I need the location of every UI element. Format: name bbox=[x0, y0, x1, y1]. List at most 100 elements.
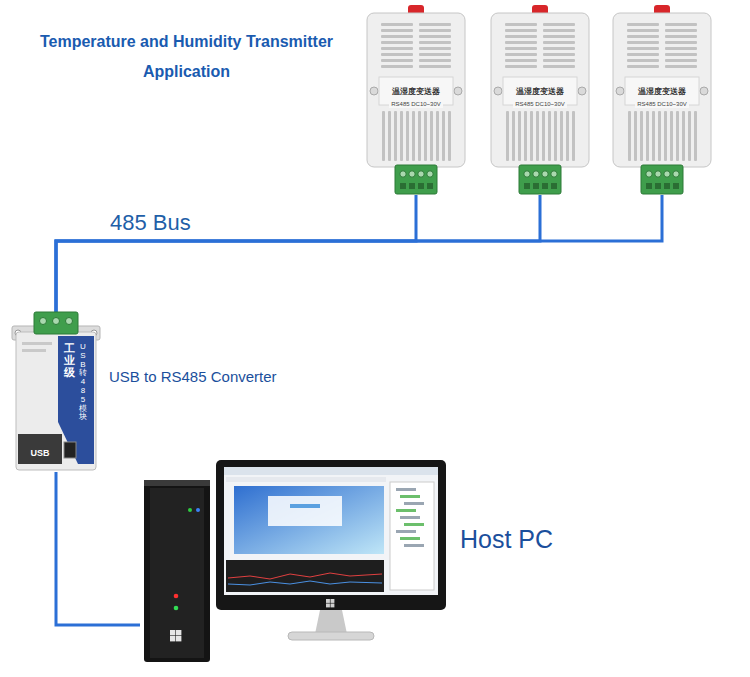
screen-card-line bbox=[290, 504, 320, 508]
vent-slot bbox=[381, 47, 413, 50]
vent-slot bbox=[542, 111, 545, 161]
vent-slot bbox=[665, 47, 697, 50]
monitor-bezel bbox=[216, 460, 446, 610]
vent-slot bbox=[381, 35, 413, 38]
terminal-screw bbox=[655, 171, 661, 177]
windows-logo-part bbox=[176, 630, 181, 635]
device-caption: Host PC bbox=[458, 524, 555, 554]
terminal-slot bbox=[655, 183, 661, 189]
vent-slot bbox=[505, 59, 537, 62]
vent-slot bbox=[543, 65, 575, 68]
text-holder: 温湿度变送器 bbox=[611, 80, 713, 98]
vent-slot bbox=[412, 111, 415, 161]
terminal-screw bbox=[646, 171, 652, 177]
windows-logo bbox=[326, 599, 334, 607]
mount-hole bbox=[578, 87, 586, 95]
terminal-block bbox=[395, 165, 437, 194]
vent-slot bbox=[505, 35, 537, 38]
vent-slot bbox=[543, 53, 575, 56]
vent-slot bbox=[665, 53, 697, 56]
vent-slot bbox=[436, 111, 439, 161]
terminal-screw bbox=[551, 171, 557, 177]
vent-slot bbox=[400, 111, 403, 161]
device-caption: USB to RS485 Converter bbox=[107, 368, 279, 386]
windows-logo-part bbox=[170, 630, 175, 635]
vent-slot bbox=[381, 53, 413, 56]
vent-slot bbox=[665, 23, 697, 26]
vent-slot bbox=[419, 23, 451, 26]
terminal-slot bbox=[427, 183, 433, 189]
panel-text: USB转485模块 bbox=[79, 343, 87, 422]
diagram-title: Temperature and Humidity Transmitter App… bbox=[14, 27, 359, 87]
mount-hole bbox=[494, 87, 502, 95]
housing bbox=[16, 332, 96, 470]
vent-slot bbox=[628, 111, 631, 161]
text-holder: USB to RS485 Converter bbox=[107, 368, 279, 386]
transmitter-unit: 温湿度变送器 RS485 DC10~30V bbox=[365, 5, 467, 195]
terminal-screw bbox=[533, 171, 539, 177]
screen-chart bbox=[226, 560, 384, 592]
text-holder: RS485 DC10~30V bbox=[489, 92, 591, 110]
vent-slot bbox=[543, 41, 575, 44]
terminal-slot bbox=[418, 183, 424, 189]
terminal-slot bbox=[533, 183, 539, 189]
vent-slot bbox=[560, 111, 563, 161]
device-spec: RS485 DC10~30V bbox=[389, 101, 443, 108]
terminal-slot bbox=[673, 183, 679, 189]
vent-slot bbox=[572, 111, 575, 161]
tree-item bbox=[396, 509, 416, 512]
vent-slot bbox=[419, 29, 451, 32]
monitor-base bbox=[288, 632, 374, 640]
chart-line bbox=[228, 581, 382, 585]
windows-logo-part bbox=[331, 599, 335, 603]
vent-slot bbox=[505, 53, 537, 56]
print-line bbox=[22, 342, 52, 345]
vent-slot bbox=[419, 41, 451, 44]
screen-image bbox=[234, 486, 384, 554]
bus-wire bbox=[56, 195, 540, 312]
device-name: 温湿度变送器 bbox=[390, 87, 442, 97]
terminal-block bbox=[641, 165, 683, 194]
vent-slot bbox=[627, 29, 659, 32]
text-holder: 温湿度变送器 bbox=[489, 80, 591, 98]
vent-slot bbox=[419, 65, 451, 68]
vent-slot bbox=[406, 111, 409, 161]
mount-hole bbox=[700, 87, 708, 95]
text-holder: USB转485模块 bbox=[79, 343, 87, 422]
mount-hole bbox=[370, 87, 378, 95]
vent-slot bbox=[664, 111, 667, 161]
vent-slot bbox=[627, 23, 659, 26]
monitor-neck bbox=[315, 610, 347, 634]
vent-slot bbox=[418, 111, 421, 161]
windows-logo-part bbox=[170, 636, 175, 641]
tower-front bbox=[150, 488, 204, 658]
window-toolbar bbox=[226, 477, 386, 482]
tower-case bbox=[144, 480, 210, 662]
vent-slot bbox=[382, 111, 385, 161]
transmitter-unit: 温湿度变送器RS485 DC10~30V bbox=[611, 5, 713, 195]
terminal-slot bbox=[409, 183, 415, 189]
monitor-screen bbox=[224, 467, 438, 595]
terminal-screw bbox=[66, 318, 73, 325]
transmitter-drawing bbox=[365, 5, 467, 195]
terminal-screw bbox=[673, 171, 679, 177]
vent-slot bbox=[627, 35, 659, 38]
status-led bbox=[196, 508, 200, 512]
vent-slot bbox=[694, 111, 697, 161]
transmitter-drawing bbox=[489, 5, 591, 195]
usb-plate bbox=[18, 434, 62, 464]
vent-slot bbox=[676, 111, 679, 161]
windows-logo bbox=[170, 630, 181, 641]
vent-slot bbox=[505, 65, 537, 68]
panel-text: 工业级 bbox=[64, 342, 75, 378]
terminal-slot bbox=[542, 183, 548, 189]
vent-slot bbox=[381, 41, 413, 44]
disk-led bbox=[174, 594, 179, 599]
vent-slot bbox=[442, 111, 445, 161]
vent-slot bbox=[505, 41, 537, 44]
vent-slot bbox=[665, 29, 697, 32]
vent-slot bbox=[394, 111, 397, 161]
vent-slot bbox=[381, 23, 413, 26]
device-name: 温湿度变送器 bbox=[636, 87, 688, 97]
terminal-screw bbox=[524, 171, 530, 177]
